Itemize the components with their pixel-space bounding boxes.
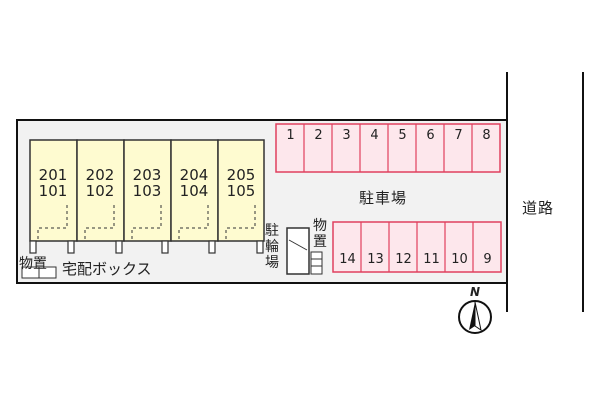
storage-left-label: 物置 xyxy=(19,256,47,272)
unit-number-upper: 201 xyxy=(38,166,68,184)
parking-space-number: 5 xyxy=(398,128,407,143)
parking-label: 駐車場 xyxy=(359,189,408,207)
parking-space-number: 12 xyxy=(395,252,412,267)
parking-space-number: 13 xyxy=(367,252,384,267)
storage-right-label: 物置 xyxy=(313,218,327,250)
parking-space-number: 6 xyxy=(426,128,435,143)
unit-block xyxy=(76,139,125,242)
parking-space-number: 8 xyxy=(482,128,491,143)
unit-number-lower: 105 xyxy=(226,182,256,200)
storage-right-shape xyxy=(310,251,323,275)
parking-space-number: 2 xyxy=(314,128,323,143)
unit-number-lower: 104 xyxy=(179,182,209,200)
parking-space-number: 4 xyxy=(370,128,379,143)
unit-number-upper: 203 xyxy=(132,166,162,184)
unit-number-lower: 102 xyxy=(85,182,115,200)
delivery-box-label: 宅配ボックス xyxy=(62,260,152,278)
parking-space-number: 1 xyxy=(286,128,295,143)
unit-number-lower: 101 xyxy=(38,182,68,200)
parking-row-top xyxy=(275,123,501,173)
parking-space-number: 11 xyxy=(423,252,440,267)
unit-block xyxy=(29,139,78,242)
parking-space-number: 14 xyxy=(339,252,356,267)
unit-number-upper: 204 xyxy=(179,166,209,184)
bicycle-parking-area xyxy=(286,227,310,275)
apartment-building xyxy=(29,139,265,254)
unit-block xyxy=(123,139,172,242)
parking-space-number: 3 xyxy=(342,128,351,143)
bicycle-parking-label: 駐輪場 xyxy=(265,223,279,271)
unit-number-lower: 103 xyxy=(132,182,162,200)
parking-space-number: 9 xyxy=(483,252,492,267)
parking-row-bottom xyxy=(332,221,502,273)
unit-number-upper: 205 xyxy=(226,166,256,184)
parking-space-number: 7 xyxy=(454,128,463,143)
north-label: N xyxy=(470,285,481,299)
parking-space-number: 10 xyxy=(451,252,468,267)
unit-block xyxy=(217,139,265,242)
unit-number-upper: 202 xyxy=(85,166,115,184)
road-label: 道路 xyxy=(522,199,555,217)
north-arrow-icon xyxy=(458,300,492,334)
